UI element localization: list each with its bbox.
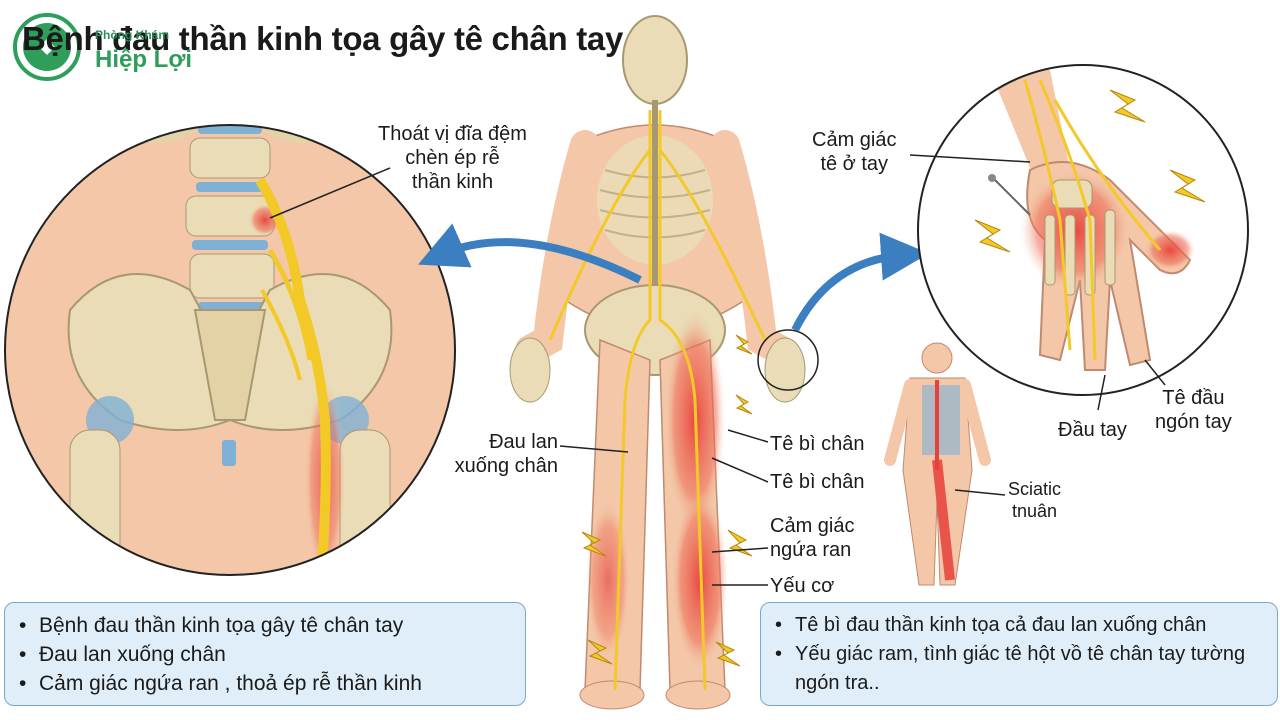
info-left-item: Cảm giác ngứa ran , thoả ép rễ thần kinh — [19, 669, 511, 698]
info-left-item: Đau lan xuống chân — [19, 640, 511, 669]
right-zoom-circle-outline — [917, 64, 1249, 396]
label-fingertip: Đầu tay — [1058, 419, 1127, 441]
info-right-item: Tê bì đau thần kinh tọa cả đau lan xuống… — [775, 611, 1273, 640]
clinic-logo-icon — [13, 13, 81, 81]
body-figure — [509, 15, 819, 710]
label-finger-tip-numb: Tê đầu ngón tay — [1155, 387, 1232, 433]
vertebrae — [185, 125, 275, 312]
label-leg-numb-2: Tê bì chân — [770, 471, 865, 493]
label-tingling: Cảm giác ngứa ran — [770, 515, 855, 561]
label-pain-down-leg: Đau lan xuống chân — [454, 431, 558, 477]
info-box-right: Tê bì đau thần kinh tọa cả đau lan xuống… — [760, 602, 1278, 706]
label-herniated-disc: Thoát vị đĩa đệm chèn ép rễ thần kinh — [378, 123, 527, 193]
spine-pelvis-zoom — [5, 125, 455, 575]
logo-name: Hiệp Lợi — [95, 46, 193, 73]
pain-bolts — [581, 334, 753, 667]
info-left-item: Bệnh đau thần kinh tọa gây tê chân tay — [19, 611, 511, 640]
wrist-highlight — [757, 329, 819, 391]
arrow-left — [418, 223, 642, 284]
label-pointers — [559, 154, 1166, 586]
herniation-pointer — [269, 167, 391, 219]
left-zoom-circle-outline — [4, 124, 456, 576]
hand-zoom — [918, 65, 1248, 395]
label-hand-feeling: Cảm giác tê ở tay — [812, 129, 897, 175]
arrow-right — [791, 232, 929, 332]
label-leg-numb-1: Tê bì chân — [770, 433, 865, 455]
info-box-left: Bệnh đau thần kinh tọa gây tê chân tay Đ… — [4, 602, 526, 706]
small-figure — [884, 342, 991, 586]
label-weakness: Yếu cơ — [770, 575, 835, 597]
logo-small-text: Phòng Khám — [95, 28, 169, 42]
label-sciatic: Sciatic tnuân — [1008, 479, 1062, 521]
page-title: Bệnh đau thần kinh tọa gây tê chân tay — [22, 20, 624, 57]
info-right-item: Yếu giác ram, tình giác tê hột vồ tê châ… — [775, 640, 1273, 698]
